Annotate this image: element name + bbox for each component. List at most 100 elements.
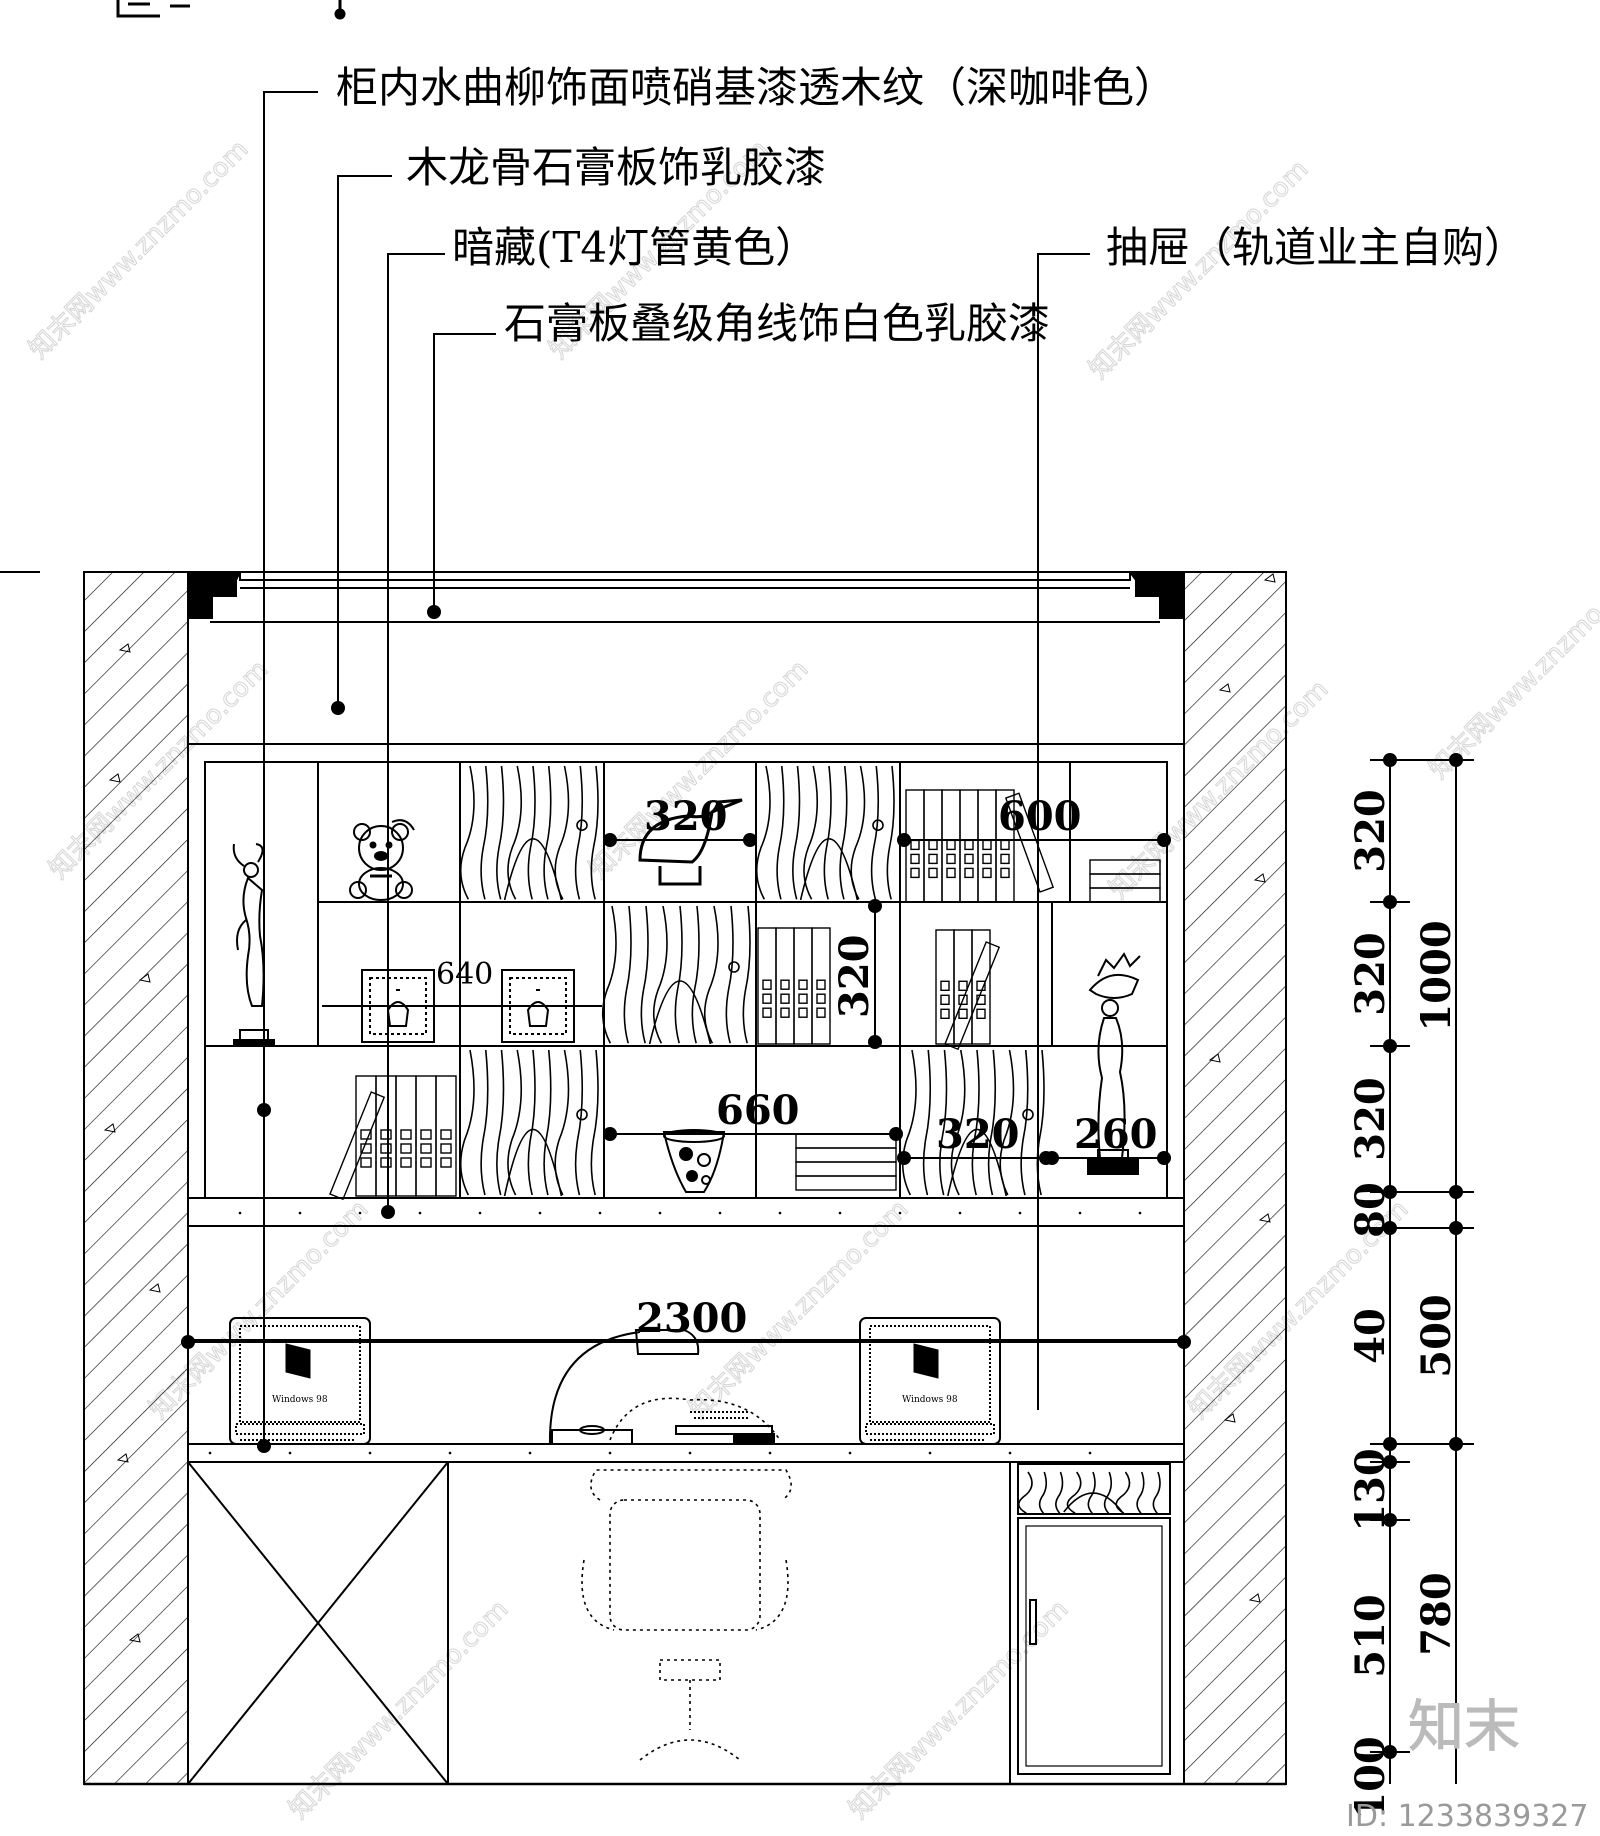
book-spine-mark xyxy=(420,1143,432,1154)
book-spine-mark xyxy=(982,867,992,879)
teddy-bear xyxy=(349,819,415,901)
monitor-right-label: Windows 98 xyxy=(902,1395,958,1405)
wood-door xyxy=(901,1049,1045,1197)
flat-book xyxy=(795,1175,897,1191)
watermark-text: 知末网www.znzmo.com xyxy=(1424,554,1600,785)
book-spine-mark xyxy=(780,979,790,990)
book-spine-mark xyxy=(928,839,938,851)
right-dim-dots xyxy=(1383,753,1463,1759)
book xyxy=(923,789,943,903)
leader-dots xyxy=(257,605,441,1453)
book-spine-mark xyxy=(380,1129,392,1140)
wood-door xyxy=(755,765,895,901)
wood-grain-doors xyxy=(459,765,1161,1514)
book-spine-mark xyxy=(976,980,986,991)
dim-260: 260 xyxy=(1074,1111,1158,1158)
book-spine-mark xyxy=(360,1129,372,1140)
flat-book xyxy=(795,1133,897,1149)
book-spine-mark xyxy=(976,1008,986,1019)
corner-marks xyxy=(0,0,346,573)
book-spine-mark xyxy=(780,993,790,1004)
book-spine-mark xyxy=(958,1008,968,1019)
book xyxy=(905,789,925,903)
book-spine-mark xyxy=(976,994,986,1005)
book-spine-mark xyxy=(798,993,808,1004)
wood-door xyxy=(459,1049,599,1197)
wood-door xyxy=(601,905,751,1045)
book-spine-mark xyxy=(1000,853,1010,865)
office-chair xyxy=(581,1397,792,1761)
book-spine-mark xyxy=(400,1129,412,1140)
book xyxy=(395,1075,417,1197)
book xyxy=(375,1075,397,1197)
book-spine-mark xyxy=(964,853,974,865)
book-spine-mark xyxy=(928,853,938,865)
annotation-drawer: 抽屉（轨道业主自购） xyxy=(1106,223,1526,272)
dim-2300: 2300 xyxy=(636,1295,747,1342)
book-spine-mark xyxy=(440,1157,452,1168)
book-spine-mark xyxy=(380,1157,392,1168)
book-spine-mark xyxy=(958,980,968,991)
book-spine-mark xyxy=(816,1007,826,1018)
right-dim-inner-label: 100 xyxy=(1347,1736,1394,1820)
wood-door xyxy=(459,765,599,901)
interior-dim-dots xyxy=(181,833,1191,1349)
book-spine-mark xyxy=(762,1007,772,1018)
book xyxy=(977,789,997,903)
book-spine-mark xyxy=(420,1157,432,1168)
shelf-dots xyxy=(238,1211,1142,1215)
book-spine-mark xyxy=(940,980,950,991)
book xyxy=(995,789,1015,903)
book-spine-mark xyxy=(982,839,992,851)
right-dim-inner-label: 510 xyxy=(1347,1594,1394,1678)
book xyxy=(757,927,777,1045)
book-spine-mark xyxy=(816,979,826,990)
monitor-right xyxy=(859,1317,1001,1445)
book xyxy=(355,1075,377,1197)
annotation-gypsum-board: 木龙骨石膏板饰乳胶漆 xyxy=(406,143,826,192)
interior-dim-lines xyxy=(188,839,1184,1343)
leaning-book xyxy=(944,941,1001,1051)
watermark-text: 知末网www.znzmo.com xyxy=(584,654,815,885)
book-spine-mark xyxy=(798,1007,808,1018)
book xyxy=(811,927,831,1045)
book-spine-mark xyxy=(946,867,956,879)
watermark-text: 知末网www.znzmo.com xyxy=(844,1594,1075,1825)
desk-dots xyxy=(208,1451,1092,1455)
dim-640: 640 xyxy=(436,957,493,992)
book-spine-mark xyxy=(360,1157,372,1168)
right-dim-inner-label: 320 xyxy=(1347,1077,1394,1161)
right-dim-outer-label: 500 xyxy=(1413,1294,1460,1378)
book-spine-mark xyxy=(940,1008,950,1019)
book-spine-mark xyxy=(928,867,938,879)
desk-lamp xyxy=(548,1329,700,1445)
wood-door xyxy=(1017,1471,1161,1514)
cabinet-frame xyxy=(84,571,1286,1786)
book-spine-mark xyxy=(1000,867,1010,879)
book xyxy=(415,1075,437,1197)
book-spine-mark xyxy=(380,1143,392,1154)
right-dim-inner-label: 130 xyxy=(1347,1448,1394,1532)
book-spine-mark xyxy=(910,867,920,879)
books-on-desk xyxy=(675,1411,775,1445)
watermark-text: 知末网www.znzmo.com xyxy=(284,1594,515,1825)
leaning-book xyxy=(329,1091,386,1201)
book-spine-mark xyxy=(910,839,920,851)
book-spine-mark xyxy=(762,979,772,990)
annotation-veneer: 柜内水曲柳饰面喷硝基漆透木纹（深咖啡色） xyxy=(336,63,1176,112)
monitor-left xyxy=(229,1317,371,1445)
dim-660: 660 xyxy=(716,1087,800,1134)
book-spine-mark xyxy=(964,867,974,879)
book-spine-mark xyxy=(982,853,992,865)
book xyxy=(793,927,813,1045)
bookshelf xyxy=(187,761,1185,1227)
dim-600: 600 xyxy=(998,793,1082,840)
dim-320-bottom: 320 xyxy=(936,1111,1020,1158)
wall-left xyxy=(83,571,189,1785)
wall-right xyxy=(1183,571,1287,1785)
right-dim-outer-label: 780 xyxy=(1413,1572,1460,1656)
right-dim-inner-label: 320 xyxy=(1347,789,1394,873)
leader-lines xyxy=(263,91,1090,1446)
flat-book xyxy=(1089,887,1161,903)
